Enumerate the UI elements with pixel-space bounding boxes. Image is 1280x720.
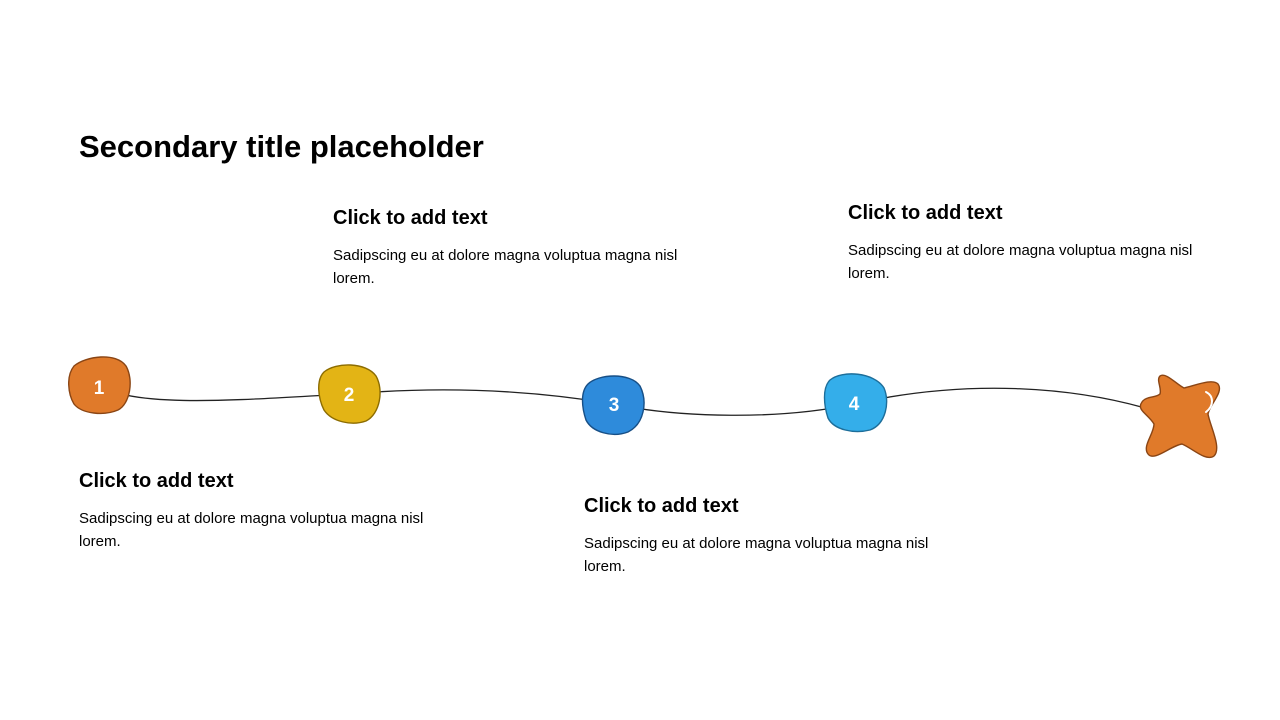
step-1-text-block[interactable]: Click to add text Sadipscing eu at dolor… [79,469,429,553]
star-highlight [1205,391,1213,413]
step-3-body[interactable]: Sadipscing eu at dolore magna voluptua m… [584,535,929,575]
step-2-text-block[interactable]: Click to add text Sadipscing eu at dolor… [333,206,683,290]
step-node-3-label: 3 [609,395,620,416]
step-node-1[interactable]: 1 [68,356,131,415]
step-4-heading[interactable]: Click to add text [848,202,1003,224]
step-4-body[interactable]: Sadipscing eu at dolore magna voluptua m… [848,242,1193,282]
step-node-2-blob [318,364,381,424]
step-1-body[interactable]: Sadipscing eu at dolore magna voluptua m… [79,510,424,550]
step-node-4[interactable]: 4 [823,373,888,433]
step-2-heading[interactable]: Click to add text [333,207,488,229]
step-node-2-label: 2 [344,385,355,406]
step-3-heading[interactable]: Click to add text [584,495,739,517]
step-4-text-block[interactable]: Click to add text Sadipscing eu at dolor… [848,201,1198,285]
step-1-heading[interactable]: Click to add text [79,470,234,492]
page-title: Secondary title placeholder [79,129,484,164]
step-node-4-blob [823,373,888,433]
end-marker-star [1139,374,1221,459]
step-node-1-label: 1 [94,378,105,399]
star-icon [1139,374,1221,459]
step-node-4-label: 4 [849,394,860,415]
step-3-text-block[interactable]: Click to add text Sadipscing eu at dolor… [584,494,934,578]
step-2-body[interactable]: Sadipscing eu at dolore magna voluptua m… [333,247,678,287]
step-node-3[interactable]: 3 [581,375,645,436]
step-node-3-blob [581,375,645,436]
step-node-1-blob [68,356,131,415]
step-node-2[interactable]: 2 [318,364,381,424]
